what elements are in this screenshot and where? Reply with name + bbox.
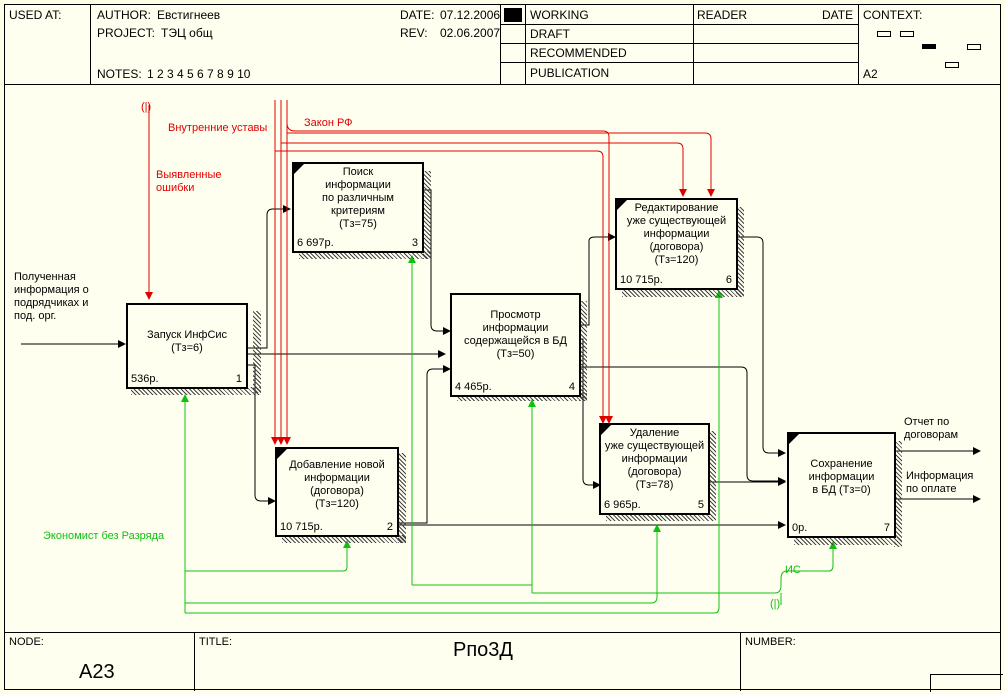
diagram-title: Рпо3Д (453, 639, 513, 661)
status-publication: PUBLICATION (530, 66, 610, 80)
used-at-label: USED AT: (9, 8, 62, 22)
rev-value: 02.06.2007 (440, 26, 501, 40)
status-recommended: RECOMMENDED (530, 46, 627, 60)
project-label: PROJECT: (97, 26, 156, 40)
author-label: AUTHOR: (97, 8, 151, 22)
node-value: A23 (79, 661, 115, 683)
box-corner-marks (277, 164, 799, 459)
diagram-header: USED AT: AUTHOR: Евстигнеев PROJECT: ТЭЦ… (5, 5, 1000, 85)
box1-shadow (253, 311, 261, 393)
economist-label: Экономист без Разряда (43, 530, 165, 542)
status-working: WORKING (530, 8, 589, 22)
reader-date-label: DATE (822, 8, 854, 22)
reader-label: READER (697, 8, 748, 22)
tunnel-marker-bottom: (|) (770, 598, 781, 610)
project-value: ТЭЦ общ (161, 26, 213, 40)
law-label: Закон РФ (304, 117, 353, 129)
number-cell (930, 674, 1003, 692)
activity-box-1[interactable]: Запуск ИнфСис(Тз=6) 536р. 1 (126, 303, 248, 389)
context-node: A2 (863, 67, 878, 81)
context-label: CONTEXT: (863, 8, 923, 22)
arrow-layer (21, 100, 981, 614)
rev-label: REV: (400, 26, 428, 40)
notes-value: 1 2 3 4 5 6 7 8 9 10 (147, 67, 251, 81)
title-label: TITLE: (199, 636, 233, 648)
notes-label: NOTES: (97, 67, 142, 81)
date-value: 07.12.2006 (440, 8, 501, 22)
author-value: Евстигнеев (157, 8, 221, 22)
node-label: NODE: (9, 636, 44, 648)
tunnel-marker-top: (|) (141, 101, 152, 113)
number-label: NUMBER: (745, 636, 796, 648)
date-label: DATE: (400, 8, 435, 22)
idef0-frame: USED AT: AUTHOR: Евстигнеев PROJECT: ТЭЦ… (4, 4, 1003, 692)
is-label: ИС (785, 564, 801, 576)
status-draft: DRAFT (530, 27, 570, 41)
diagram-footer: NODE: A23 TITLE: Рпо3Д NUMBER: (5, 632, 1003, 692)
internal-rules-label: Внутренние уставы (168, 122, 268, 134)
working-status-marker (504, 8, 522, 22)
